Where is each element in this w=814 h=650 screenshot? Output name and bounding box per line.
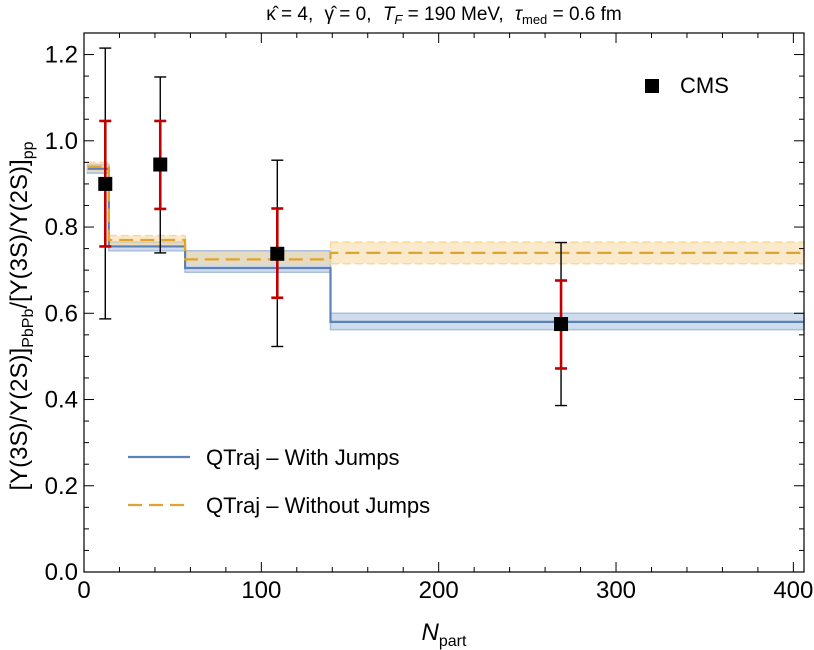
x-tick-label: 400 xyxy=(773,577,813,604)
title-kappa: κ̂ = 4, xyxy=(266,4,313,25)
axes: 0 100 200 300 400 0.0 0.2 0.4 0.6 0.8 1.0 1.2 xyxy=(45,32,813,604)
legend-without-jumps-label: QTraj – Without Jumps xyxy=(206,493,430,518)
cms-point-1 xyxy=(153,157,168,172)
y-tick-label: 0.6 xyxy=(45,300,78,327)
x-tick-label: 0 xyxy=(77,577,90,604)
y-tick-label: 1.2 xyxy=(45,42,78,69)
title-gamma: γ̂ = 0, xyxy=(325,4,372,25)
y-tick-label: 0.4 xyxy=(45,387,78,414)
cms-point-3 xyxy=(554,317,569,332)
x-axis-title: Npart xyxy=(422,619,467,650)
y-tick-label: 0.2 xyxy=(45,473,78,500)
cms-points xyxy=(98,47,569,407)
plot-frame xyxy=(83,32,805,573)
title-tau-symbol: τ xyxy=(515,4,524,25)
y-tick-label: 0.8 xyxy=(45,214,78,241)
legend-cms-label: CMS xyxy=(680,73,729,98)
chart-title: κ̂ = 4, γ̂ = 0, TF = 190 MeV, τmed = 0.6… xyxy=(266,4,622,27)
title-tf-value: = 190 MeV, xyxy=(402,4,503,25)
cms-point-0 xyxy=(98,176,113,191)
title-tf-symbol: T xyxy=(383,4,396,25)
uncertainty-bands xyxy=(86,161,805,331)
title-tau-value: = 0.6 fm xyxy=(547,4,621,25)
legend-with-jumps-label: QTraj – With Jumps xyxy=(206,445,400,470)
x-tick-label: 300 xyxy=(596,577,636,604)
x-tick-label: 100 xyxy=(241,577,281,604)
cms-point-2 xyxy=(270,246,285,261)
y-axis-title: [Υ(3S)/Υ(2S)]PbPb/[Υ(3S)/Υ(2S)]pp xyxy=(6,141,37,490)
x-tick-label: 200 xyxy=(419,577,459,604)
legend-cms-marker xyxy=(645,79,659,93)
y-tick-label: 1.0 xyxy=(45,128,78,155)
title-tau-sub: med xyxy=(522,12,547,27)
title-tf-sub: F xyxy=(394,12,403,27)
legend-models: QTraj – With Jumps QTraj – Without Jumps xyxy=(128,445,430,518)
y-tick-label: 0.0 xyxy=(45,559,78,586)
legend-cms: CMS xyxy=(645,73,729,98)
